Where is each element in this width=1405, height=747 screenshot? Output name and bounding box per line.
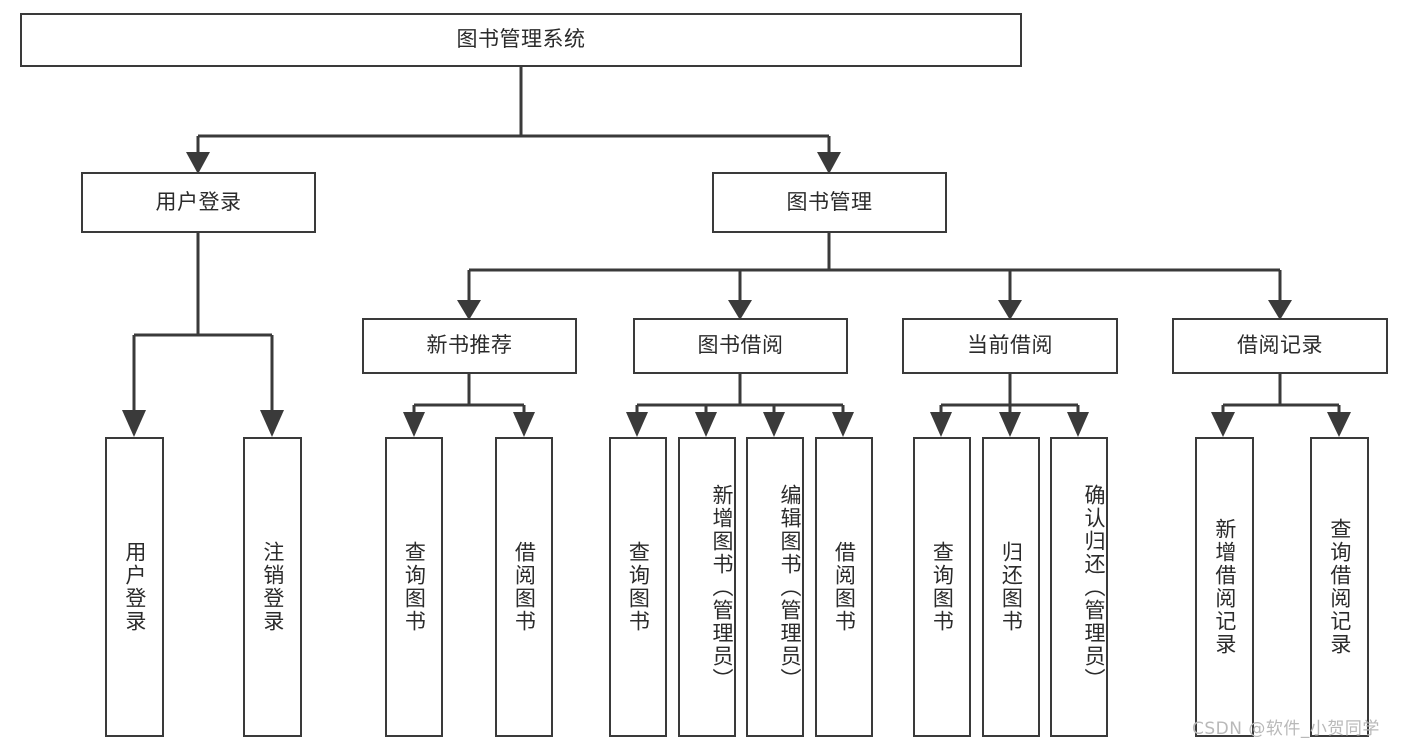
leaf-add-book-label: 新增图书（管理员） [710,483,734,691]
leaf-edit-book[interactable]: 编辑图书（管理员） [746,437,804,737]
node-user-login-label: 用户登录 [155,189,242,214]
node-book-borrow-label: 图书借阅 [697,333,784,358]
leaf-borrow-book-1[interactable]: 借阅图书 [495,437,553,737]
leaf-return-book-label: 归还图书 [999,541,1024,633]
node-user-login[interactable]: 用户登录 [81,172,316,233]
leaf-logout-login-label: 注销登录 [260,541,285,633]
leaf-borrow-book-1-label: 借阅图书 [512,541,537,633]
leaf-query-book-2[interactable]: 查询图书 [609,437,667,737]
node-borrow-record-label: 借阅记录 [1237,333,1323,358]
leaf-query-book-1-label: 查询图书 [402,541,427,633]
leaf-query-book-2-label: 查询图书 [626,541,651,633]
leaf-user-login-label: 用户登录 [122,541,147,633]
csdn-watermark: CSDN @软件_小贺同学 [1192,719,1380,739]
leaf-add-record-label: 新增借阅记录 [1212,518,1237,656]
node-root[interactable]: 图书管理系统 [20,13,1022,67]
node-book-manage-label: 图书管理 [786,189,873,214]
leaf-borrow-book-2[interactable]: 借阅图书 [815,437,873,737]
leaf-query-book-3-label: 查询图书 [930,541,955,633]
leaf-confirm-return[interactable]: 确认归还（管理员） [1050,437,1108,737]
node-new-book-recommend[interactable]: 新书推荐 [362,318,577,374]
leaf-confirm-return-label: 确认归还（管理员） [1082,483,1106,691]
leaf-user-login[interactable]: 用户登录 [105,437,164,737]
node-new-book-recommend-label: 新书推荐 [426,333,513,358]
leaf-add-book[interactable]: 新增图书（管理员） [678,437,736,737]
leaf-query-book-3[interactable]: 查询图书 [913,437,971,737]
leaf-return-book[interactable]: 归还图书 [982,437,1040,737]
node-book-borrow[interactable]: 图书借阅 [633,318,848,374]
leaf-add-record[interactable]: 新增借阅记录 [1195,437,1254,737]
leaf-logout-login[interactable]: 注销登录 [243,437,302,737]
node-current-borrow[interactable]: 当前借阅 [902,318,1118,374]
leaf-query-book-1[interactable]: 查询图书 [385,437,443,737]
node-root-label: 图书管理系统 [456,27,586,52]
node-current-borrow-label: 当前借阅 [967,333,1053,358]
node-book-manage[interactable]: 图书管理 [712,172,947,233]
leaf-borrow-book-2-label: 借阅图书 [832,541,857,633]
leaf-query-record-label: 查询借阅记录 [1327,518,1352,656]
node-borrow-record[interactable]: 借阅记录 [1172,318,1388,374]
leaf-query-record[interactable]: 查询借阅记录 [1310,437,1369,737]
leaf-edit-book-label: 编辑图书（管理员） [778,483,802,691]
